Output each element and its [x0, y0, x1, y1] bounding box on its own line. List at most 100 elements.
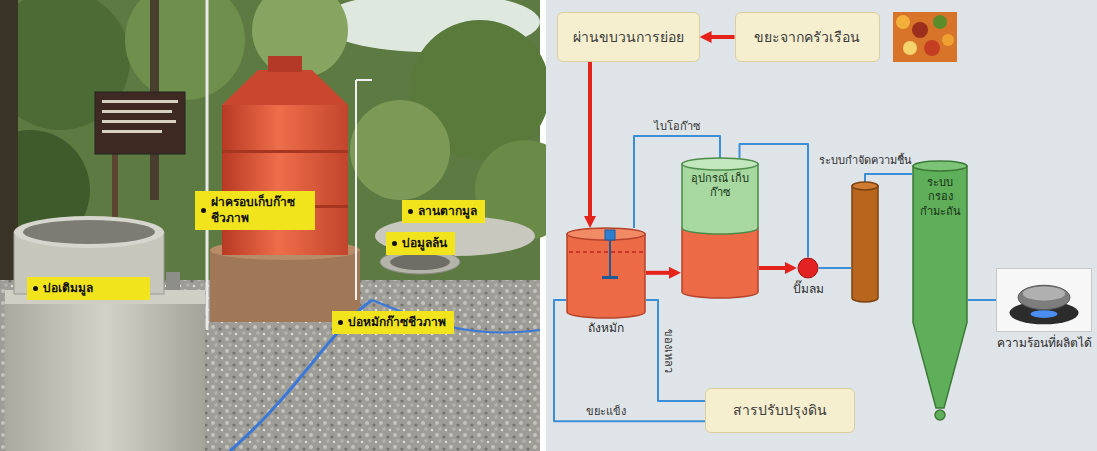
flow-arrow [588, 62, 592, 224]
tree [252, 0, 348, 78]
gas-pipe [819, 267, 851, 269]
sign-board [95, 92, 185, 154]
bucket [166, 272, 180, 290]
tree [125, 0, 245, 100]
tank-roof [222, 70, 348, 105]
part-label: ฝาครอบเก็บก๊าซ ชีวภาพ [195, 191, 315, 230]
output-box: สารปรับปรุงดิน [705, 388, 855, 433]
bullet-dot [201, 208, 206, 213]
site-photo [0, 0, 575, 451]
node-caption: อุปกรณ์ เก็บก๊าซ [685, 172, 755, 201]
bullet-dot [392, 241, 397, 246]
bullet-dot [33, 286, 38, 291]
digester-tank: ถังหมัก [566, 228, 646, 318]
node-caption: ถังหมัก [588, 321, 624, 337]
concrete-block [5, 300, 205, 451]
sign-mark [102, 130, 162, 133]
diagram-panel [546, 0, 1097, 451]
edge-label: ขยะแข็ง [584, 405, 628, 419]
node-text: ฝาครอบเก็บก๊าซ ชีวภาพ [211, 194, 307, 226]
digester-shape [566, 228, 646, 318]
part-label: บ่อเติมมูล [27, 277, 150, 300]
food-waste-picture [893, 12, 957, 62]
tank-cap [268, 56, 302, 72]
gas-pipe [968, 299, 996, 301]
mixer-shaft [609, 240, 611, 278]
pump-shape [797, 257, 819, 279]
node-text: ขยะจากครัวเรือน [754, 26, 860, 48]
node-caption: ระบบกรอง กำมะถัน [916, 176, 964, 219]
column-shape [851, 182, 879, 302]
source-box: ขยะจากครัวเรือน [735, 12, 880, 62]
tank-body [567, 234, 645, 318]
feed-pit-rim [14, 216, 164, 248]
node-text: ลานตากมูล [418, 203, 477, 219]
air-pump: ปั๊มลม [797, 257, 819, 279]
pump-symbol [798, 258, 818, 278]
stove-shape [996, 268, 1092, 332]
edge-label: ของเหลว [661, 327, 675, 375]
storage-top [682, 158, 758, 170]
tree [350, 100, 450, 200]
sign-mark [102, 100, 178, 103]
part-label: ลานตากมูล [402, 200, 485, 223]
column-body [852, 186, 878, 302]
sign-mark [102, 110, 172, 113]
cone-body [913, 166, 967, 408]
node-caption: ความร้อนที่ผลิตได้ [997, 336, 1092, 352]
tank-band [222, 150, 348, 153]
node-text: บ่อมูลล้น [402, 235, 447, 251]
part-label: บ่อหมักก๊าซชีวภาพ [332, 311, 454, 334]
liquid-level [569, 251, 643, 253]
food-piece [912, 22, 928, 38]
gas-pipe [865, 174, 912, 182]
flow-arrow [704, 35, 735, 39]
drain-valve [935, 410, 945, 420]
flow-arrow [759, 266, 793, 270]
node-text: สารปรับปรุงดิน [733, 399, 827, 421]
bullet-dot [338, 320, 343, 325]
node-caption: ระบบกำจัดความชื้น [819, 154, 912, 168]
overflow-pit-hole [390, 254, 450, 270]
node-caption: ปั๊มลม [793, 282, 824, 298]
connectors [554, 37, 996, 421]
output-line [554, 300, 705, 421]
process-box: ผ่านขบวนการย่อย [557, 12, 700, 62]
pole [206, 0, 209, 330]
filter-tank: ระบบกรอง กำมะถัน [912, 160, 968, 422]
feed-pit-hole [23, 220, 155, 244]
wok-inside [1023, 287, 1065, 301]
pipe [356, 79, 372, 81]
mixer-blade [602, 276, 618, 279]
wok [1018, 285, 1070, 309]
part-label: บ่อมูลล้น [386, 232, 455, 255]
gas-holder [222, 105, 348, 255]
food-piece [896, 15, 910, 29]
storage-base [682, 228, 758, 298]
node-text: บ่อหมักก๊าซชีวภาพ [348, 314, 446, 330]
flow-arrow [646, 271, 677, 275]
storage-bell [682, 164, 758, 234]
food-waste-photo [893, 12, 957, 62]
node-text: ผ่านขบวนการย่อย [573, 26, 684, 48]
edge-label: ไบโอก๊าซ [652, 120, 702, 134]
food-piece [933, 15, 947, 29]
food-piece [924, 40, 940, 56]
mixer-motor [605, 230, 615, 240]
tank-top [567, 228, 645, 240]
column-top [852, 182, 878, 190]
node-text: บ่อเติมมูล [43, 280, 93, 296]
scrubber-column: ระบบกำจัดความชื้น [851, 182, 879, 302]
gas-stove: ความร้อนที่ผลิตได้ [996, 268, 1092, 332]
bullet-dot [408, 209, 413, 214]
food-piece [903, 41, 917, 55]
flame [1031, 310, 1058, 318]
gas-storage: อุปกรณ์ เก็บก๊าซ [681, 158, 759, 298]
pipe [355, 80, 357, 300]
sign-mark [102, 120, 176, 123]
cone-top [913, 161, 967, 171]
food-piece [942, 34, 954, 46]
stove-photo [997, 269, 1092, 332]
